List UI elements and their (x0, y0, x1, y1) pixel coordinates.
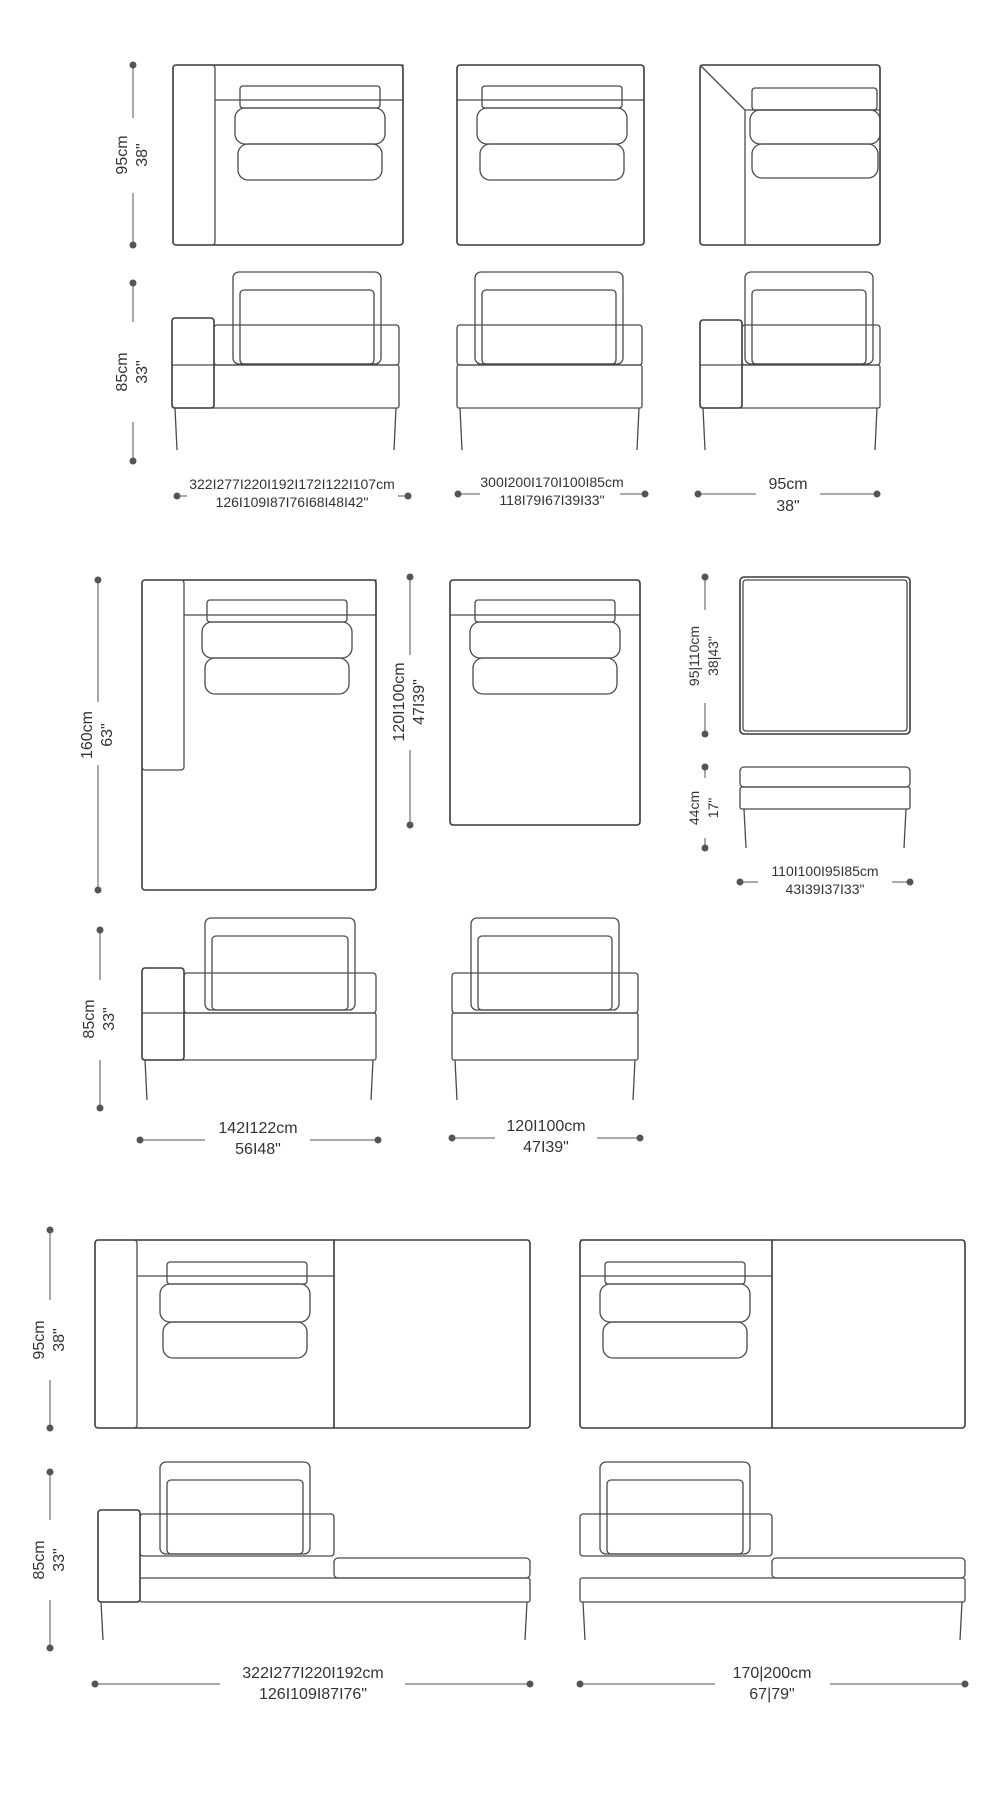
plan-view-left-arm-sofa-with-extension (94, 1239, 531, 1429)
dimension-row2-height: 85cm 33" (81, 926, 118, 1112)
row1-height-cm: 85cm (114, 352, 131, 391)
plan-view-corner-module (699, 64, 881, 246)
front-view-left-arm-module (171, 271, 400, 451)
dimension-armless-deep-depth: 120I100cm 47I39" (391, 573, 428, 829)
plan-view-chaise-module (141, 579, 377, 891)
ottoman-height-in: 17" (705, 798, 721, 819)
dimension-row1-height: 85cm 33" (114, 279, 151, 465)
ottoman-width-cm: 110I100I95I85cm (771, 863, 878, 879)
front-view-left-arm-sofa-with-extension (97, 1461, 531, 1641)
row3-width2-cm: 170|200cm (733, 1665, 812, 1682)
dimension-chaise-depth: 160cm 63" (79, 576, 116, 894)
dimension-row2-width-armless: 120I100cm 47I39" (448, 1118, 644, 1156)
plan-view-ottoman (739, 576, 911, 735)
dimension-row1-depth: 95cm 38" (114, 61, 151, 249)
front-view-armless-deep-module (451, 917, 639, 1101)
plan-view-armless-sofa-with-extension (579, 1239, 966, 1429)
plan-view-armless-module (456, 64, 645, 246)
row2-height-in: 33" (101, 1007, 118, 1030)
row2-width2-in: 47I39" (523, 1139, 569, 1156)
front-view-ottoman (739, 766, 911, 849)
plan-view-armless-deep-module (449, 579, 641, 826)
row3-height-cm: 85cm (31, 1540, 48, 1579)
row1-width1-cm: 322I277I220I192I172I122I107cm (189, 476, 395, 492)
chaise-depth-cm: 160cm (79, 711, 96, 759)
row3-width1-in: 126I109I87I76" (259, 1686, 367, 1703)
chaise-depth-in: 63" (99, 723, 116, 746)
row2-width1-in: 56I48" (235, 1141, 281, 1158)
plan-view-left-arm-module (172, 64, 404, 246)
armless-depth-in: 47I39" (411, 679, 428, 725)
row3-width1-cm: 322I277I220I192cm (242, 1665, 383, 1682)
row3-depth-cm: 95cm (31, 1320, 48, 1359)
dimension-row2-width-chaise: 142I122cm 56I48" (136, 1120, 382, 1158)
front-view-chaise-module (141, 917, 377, 1101)
row3-width2-in: 67|79" (749, 1686, 794, 1703)
row2-width2-cm: 120I100cm (506, 1118, 585, 1135)
row3-height-in: 33" (51, 1548, 68, 1571)
row1-width2-cm: 300I200I170I100I85cm (480, 474, 623, 490)
row1-width3-in: 38" (776, 498, 799, 515)
dimension-ottoman-depth: 95|110cm 38|43" (686, 573, 721, 738)
row2-height-cm: 85cm (81, 999, 98, 1038)
front-view-corner-module (699, 271, 881, 451)
ottoman-depth-in: 38|43" (705, 636, 721, 676)
row1-depth-cm: 95cm (114, 135, 131, 174)
row1-height-in: 33" (134, 360, 151, 383)
dimension-row3-width-armless: 170|200cm 67|79" (576, 1665, 969, 1703)
dimension-row3-width-left-arm: 322I277I220I192cm 126I109I87I76" (91, 1665, 534, 1703)
dimension-row1-width-armless: 300I200I170I100I85cm 118I79I67I39I33" (454, 474, 649, 508)
dimension-ottoman-height: 44cm 17" (686, 763, 721, 852)
ottoman-height-cm: 44cm (686, 791, 702, 825)
front-view-armless-sofa-with-extension (579, 1461, 966, 1641)
row1-width2-in: 118I79I67I39I33" (499, 492, 604, 508)
front-view-armless-module (456, 271, 643, 451)
dimension-row1-width-left-arm: 322I277I220I192I172I122I107cm 126I109I87… (173, 476, 412, 510)
row1-depth-in: 38" (134, 143, 151, 166)
row2-width1-cm: 142I122cm (218, 1120, 297, 1137)
armless-depth-cm: 120I100cm (391, 662, 408, 741)
row3-depth-in: 38" (51, 1328, 68, 1351)
dimension-row3-depth: 95cm 38" (31, 1226, 68, 1432)
row1-width3-cm: 95cm (768, 476, 807, 493)
dimension-row1-width-corner: 95cm 38" (694, 476, 881, 515)
dimension-row3-height: 85cm 33" (31, 1468, 68, 1652)
dimension-ottoman-width: 110I100I95I85cm 43I39I37I33" (736, 863, 914, 897)
ottoman-depth-cm: 95|110cm (686, 626, 702, 686)
row1-width1-in: 126I109I87I76I68I48I42" (216, 494, 369, 510)
ottoman-width-in: 43I39I37I33" (786, 881, 865, 897)
